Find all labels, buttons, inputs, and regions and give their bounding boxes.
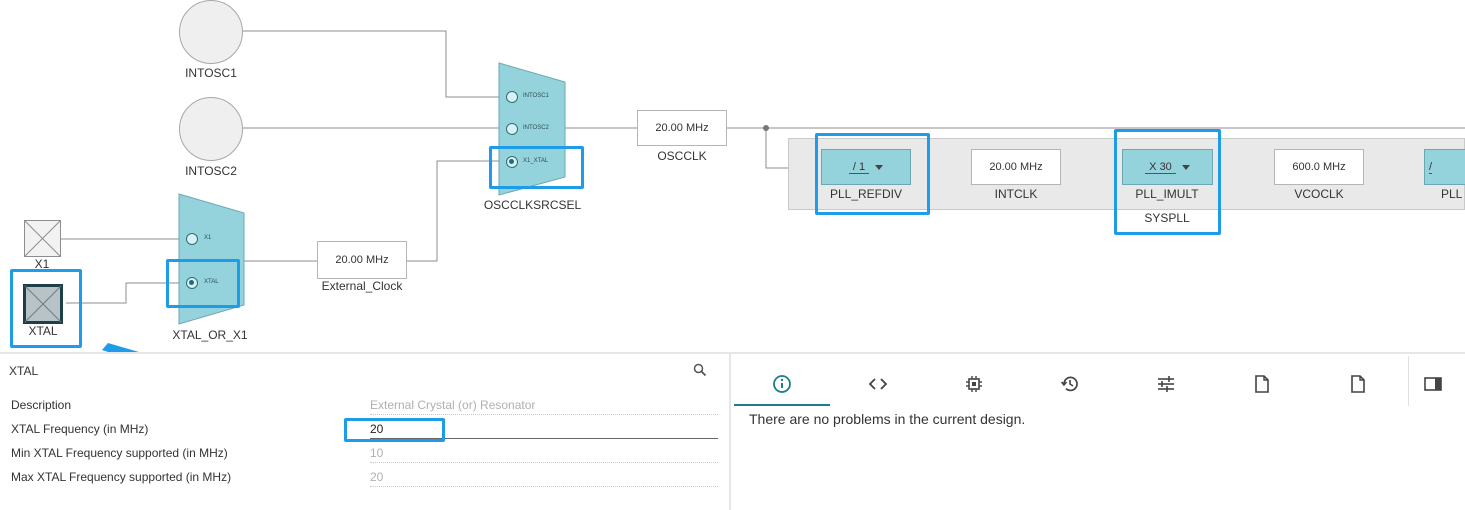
code-icon xyxy=(868,378,888,390)
file-icon xyxy=(1255,375,1269,393)
prop-label-xtal-frequency: XTAL Frequency (in MHz) xyxy=(11,422,149,436)
xtal-pin-icon[interactable] xyxy=(23,284,63,324)
sliders-icon xyxy=(1158,376,1174,392)
intosc2-label: INTOSC2 xyxy=(185,164,237,178)
intosc1-radio[interactable] xyxy=(506,91,518,103)
search-icon[interactable] xyxy=(693,363,707,377)
xtal-frequency-input[interactable]: 20 xyxy=(370,422,718,439)
intosc2-radio-label: INTOSC2 xyxy=(523,125,549,131)
active-tab-underline xyxy=(734,404,830,406)
x1-xtal-radio-highlight xyxy=(489,146,584,189)
x1-radio[interactable] xyxy=(186,233,198,245)
pll-imult-label: PLL_IMULT xyxy=(1135,187,1199,201)
problems-message: There are no problems in the current des… xyxy=(749,411,1026,427)
intosc1-oscillator[interactable] xyxy=(179,0,243,64)
x1-radio-label: X1 xyxy=(204,235,212,241)
xtal-or-x1-label: XTAL_OR_X1 xyxy=(172,328,248,342)
x1-label: X1 xyxy=(34,257,50,271)
toggle-panel-button[interactable] xyxy=(1410,364,1456,404)
pll-refdiv-dropdown[interactable]: / 1 xyxy=(821,149,911,185)
external-clock-label: External_Clock xyxy=(321,279,403,293)
prop-label-description: Description xyxy=(11,398,72,412)
chevron-down-icon xyxy=(1181,164,1190,170)
external-clock-value[interactable]: 20.00 MHz xyxy=(317,241,407,279)
side-panel-icon xyxy=(1424,377,1442,391)
junction-dot xyxy=(763,125,769,131)
intosc2-oscillator[interactable] xyxy=(179,97,243,161)
x1-xtal-radio-label: X1_XTAL xyxy=(523,158,549,164)
xtal-radio-highlight xyxy=(166,259,240,308)
xtal-label: XTAL xyxy=(28,324,58,338)
chip-icon xyxy=(966,376,982,392)
file-icon xyxy=(1351,375,1365,393)
info-icon xyxy=(773,375,791,393)
intclk-label: INTCLK xyxy=(994,187,1038,201)
tab-settings[interactable] xyxy=(1118,364,1214,404)
tab-file-1[interactable] xyxy=(1214,364,1310,404)
intclk-value[interactable]: 20.00 MHz xyxy=(971,149,1061,185)
xtal-radio-label: XTAL xyxy=(204,279,219,285)
chevron-down-icon xyxy=(875,164,884,170)
xtal-radio[interactable] xyxy=(186,277,198,289)
pll-refdiv-highlight xyxy=(815,133,930,215)
tab-separator xyxy=(1408,356,1409,406)
vcoclk-value[interactable]: 600.0 MHz xyxy=(1274,149,1364,185)
history-icon xyxy=(1060,376,1078,392)
x1-pin-icon[interactable] xyxy=(24,220,61,257)
vcoclk-label: VCOCLK xyxy=(1294,187,1344,201)
tab-problems-info[interactable] xyxy=(734,364,830,404)
tab-history[interactable] xyxy=(1022,364,1118,404)
pll-odiv-label-partial: PLL xyxy=(1441,187,1463,201)
properties-title: XTAL xyxy=(9,364,39,378)
oscclk-label: OSCCLK xyxy=(657,149,707,163)
prop-value-max-frequency: 20 xyxy=(370,470,718,487)
tab-chip[interactable] xyxy=(926,364,1022,404)
pll-refdiv-value: / 1 xyxy=(848,161,870,174)
panel-split[interactable] xyxy=(729,354,731,510)
pll-imult-dropdown[interactable]: X 30 xyxy=(1122,149,1213,185)
pointer-arrow xyxy=(102,343,139,352)
tab-file-2[interactable] xyxy=(1310,364,1406,404)
prop-label-max-frequency: Max XTAL Frequency supported (in MHz) xyxy=(11,470,232,484)
pll-imult-value: X 30 xyxy=(1145,161,1176,174)
pll-odiv-value: / xyxy=(1429,160,1433,174)
x1-xtal-radio[interactable] xyxy=(506,156,518,168)
intosc1-radio-label: INTOSC1 xyxy=(523,93,549,99)
oscclk-value[interactable]: 20.00 MHz xyxy=(637,110,727,146)
intosc2-radio[interactable] xyxy=(506,123,518,135)
tab-code[interactable] xyxy=(830,364,926,404)
xtal-frequency-highlight xyxy=(344,418,445,442)
prop-value-description: External Crystal (or) Resonator xyxy=(370,398,718,415)
pane-divider[interactable] xyxy=(0,352,1465,354)
xtal-highlight xyxy=(10,269,82,348)
osc-mux-label: OSCCLKSRCSEL xyxy=(483,198,582,212)
pll-refdiv-label: PLL_REFDIV xyxy=(829,187,903,201)
pll-imult-highlight xyxy=(1114,129,1221,235)
syspll-label: SYSPLL xyxy=(1144,211,1190,225)
prop-value-min-frequency: 10 xyxy=(370,446,718,463)
prop-label-min-frequency: Min XTAL Frequency supported (in MHz) xyxy=(11,446,228,460)
intosc1-label: INTOSC1 xyxy=(185,66,237,80)
pll-odiv-dropdown-partial[interactable]: / xyxy=(1424,149,1465,185)
